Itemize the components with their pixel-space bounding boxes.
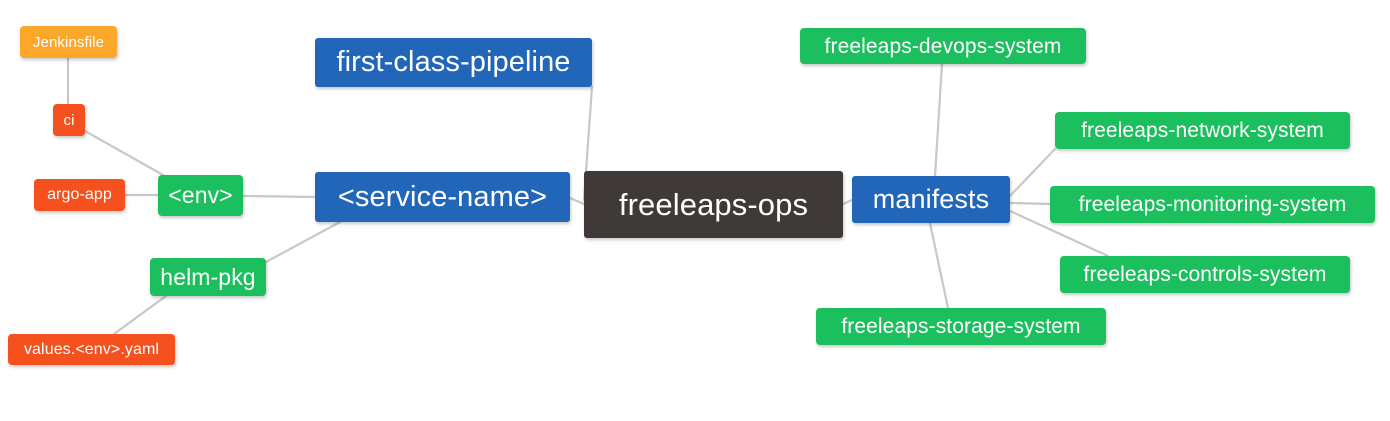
edge-root-service-name: [568, 196, 586, 206]
edge-root-manifests: [841, 198, 854, 206]
node-helm-pkg[interactable]: helm-pkg: [150, 258, 266, 296]
node-label: Jenkinsfile: [32, 33, 105, 51]
node-label: freeleaps-storage-system: [841, 315, 1081, 338]
node-label: helm-pkg: [160, 263, 256, 290]
node-freeleaps-devops-system[interactable]: freeleaps-devops-system: [800, 28, 1086, 64]
node-label: freeleaps-monitoring-system: [1078, 193, 1347, 216]
node-freeleaps-controls-system[interactable]: freeleaps-controls-system: [1060, 256, 1350, 293]
edge-helm-pkg-values-yaml: [112, 294, 168, 336]
node-values-yaml[interactable]: values.<env>.yaml: [8, 334, 175, 365]
edge-manifests-monitoring-system: [1008, 201, 1052, 206]
node-argo-app[interactable]: argo-app: [34, 179, 125, 211]
edge-manifests-storage-system: [928, 221, 950, 310]
edge-manifests-network-system: [1008, 147, 1057, 198]
node-freeleaps-monitoring-system[interactable]: freeleaps-monitoring-system: [1050, 186, 1375, 223]
node-label: manifests: [872, 184, 990, 214]
node-env[interactable]: <env>: [158, 175, 243, 216]
node-label: <env>: [168, 182, 233, 208]
node-manifests[interactable]: manifests: [852, 176, 1010, 223]
node-service-name[interactable]: <service-name>: [315, 172, 570, 222]
node-freeleaps-network-system[interactable]: freeleaps-network-system: [1055, 112, 1350, 149]
node-label: freeleaps-network-system: [1081, 119, 1324, 142]
node-label: values.<env>.yaml: [23, 340, 160, 358]
edge-service-name-env: [241, 194, 317, 199]
node-label: ci: [63, 111, 75, 129]
node-label: argo-app: [47, 186, 112, 203]
node-ci[interactable]: ci: [53, 104, 85, 136]
node-jenkinsfile[interactable]: Jenkinsfile: [20, 26, 117, 58]
node-first-class-pipeline[interactable]: first-class-pipeline: [315, 38, 592, 87]
node-root-freeleaps-ops[interactable]: freeleaps-ops: [584, 171, 843, 238]
node-label: freeleaps-controls-system: [1083, 263, 1327, 286]
edge-manifests-devops-system: [933, 62, 944, 178]
node-label: <service-name>: [337, 180, 548, 213]
node-label: first-class-pipeline: [336, 46, 571, 78]
edge-env-ci: [83, 129, 165, 177]
node-label: freeleaps-ops: [618, 187, 809, 222]
node-label: freeleaps-devops-system: [824, 34, 1062, 58]
node-freeleaps-storage-system[interactable]: freeleaps-storage-system: [816, 308, 1106, 345]
edge-service-name-helm-pkg: [264, 220, 342, 264]
